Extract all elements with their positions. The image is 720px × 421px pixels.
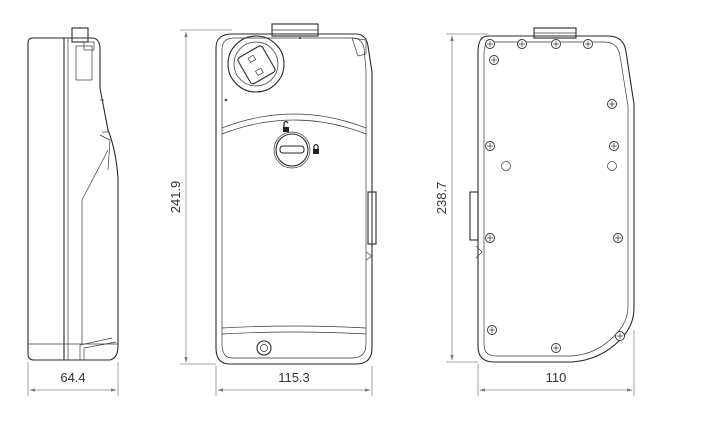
back-width-dimension: 110 bbox=[477, 330, 635, 396]
back-view bbox=[469, 27, 635, 363]
front-width-dimension: 115.3 bbox=[215, 366, 373, 396]
front-height-label: 241.9 bbox=[168, 181, 183, 214]
screw-icon bbox=[551, 343, 561, 353]
mounting-hole bbox=[607, 161, 617, 171]
screw-icon bbox=[485, 233, 495, 243]
screw-icon bbox=[489, 55, 499, 65]
back-width-label: 110 bbox=[546, 370, 567, 385]
side-view bbox=[27, 27, 119, 361]
mounting-hole bbox=[501, 161, 511, 171]
screw-icon bbox=[609, 141, 619, 151]
back-height-label: 238.7 bbox=[434, 182, 449, 215]
back-height-dimension: 238.7 bbox=[434, 33, 488, 363]
front-height-dimension: 241.9 bbox=[168, 29, 232, 365]
front-width-label: 115.3 bbox=[278, 370, 310, 385]
front-view bbox=[215, 23, 377, 365]
screw-icon bbox=[551, 39, 561, 49]
side-depth-label: 64.4 bbox=[60, 370, 85, 385]
screw-icon bbox=[517, 39, 527, 49]
screw-icon bbox=[583, 39, 593, 49]
screw-icon bbox=[485, 141, 495, 151]
screw-icon bbox=[487, 325, 497, 335]
lock-icon bbox=[313, 143, 319, 154]
side-width-dimension: 64.4 bbox=[27, 362, 119, 396]
screw-icon bbox=[613, 233, 623, 243]
unlock-icon bbox=[283, 120, 289, 132]
screw-icon bbox=[485, 39, 495, 49]
screw-icon bbox=[615, 331, 625, 341]
screw-icon bbox=[607, 99, 617, 109]
